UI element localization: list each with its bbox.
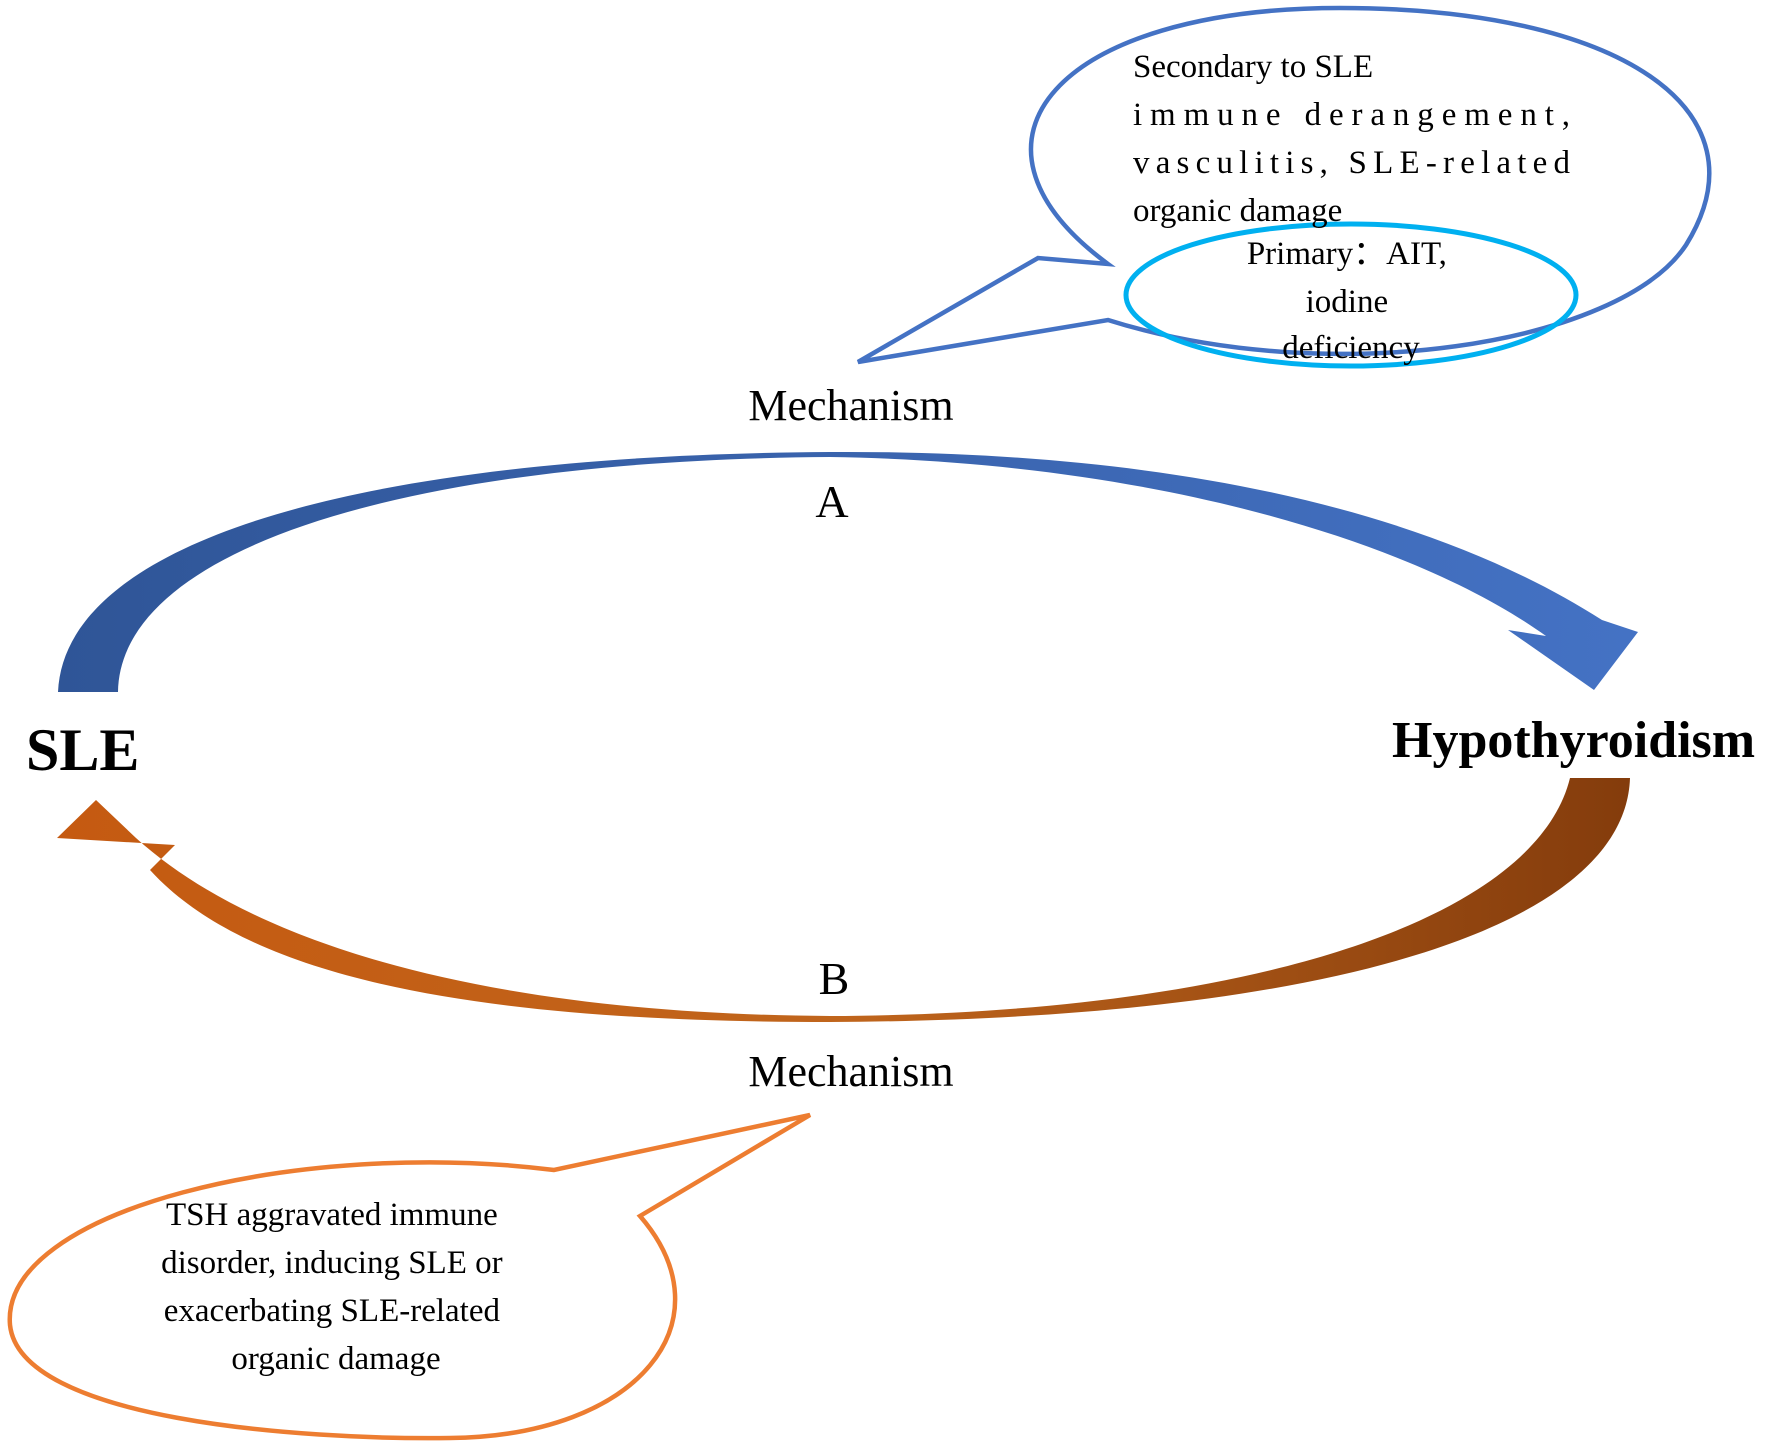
mechanism-a-label: Mechanism	[748, 381, 953, 430]
top-callout-line-2: immune derangement,	[1133, 97, 1570, 133]
primary-line-1: Primary：AIT,	[1247, 236, 1447, 272]
arrow-b-label: B	[819, 953, 850, 1004]
primary-ellipse	[1123, 221, 1579, 369]
bottom-callout-line-4: organic damage	[231, 1341, 440, 1377]
hypothyroidism-node: Hypothyroidism	[1392, 712, 1755, 769]
primary-line-2: iodine	[1306, 284, 1388, 320]
top-callout-line-1: Secondary to SLE	[1133, 49, 1373, 85]
bottom-callout-text: TSH aggravated immune disorder, inducing…	[161, 1197, 511, 1377]
bottom-callout-bubble	[7, 1112, 812, 1441]
top-callout-bubble	[856, 5, 1712, 365]
bottom-callout-line-3: exacerbating SLE-related	[164, 1293, 501, 1329]
primary-line-3: deficiency	[1282, 330, 1420, 366]
mechanism-b-label: Mechanism	[748, 1047, 953, 1096]
bottom-callout-line-1: TSH aggravated immune	[166, 1197, 498, 1233]
bottom-callout-line-2: disorder, inducing SLE or	[161, 1245, 502, 1281]
sle-node: SLE	[26, 717, 139, 783]
top-callout-line-4: organic damage	[1133, 193, 1342, 229]
top-callout-text: Secondary to SLE immune derangement, vas…	[1133, 49, 1586, 229]
arrow-a-label: A	[815, 476, 848, 527]
primary-text: Primary：AIT, iodine deficiency	[1247, 236, 1455, 366]
top-callout-line-3: vasculitis, SLE-related	[1133, 145, 1571, 181]
